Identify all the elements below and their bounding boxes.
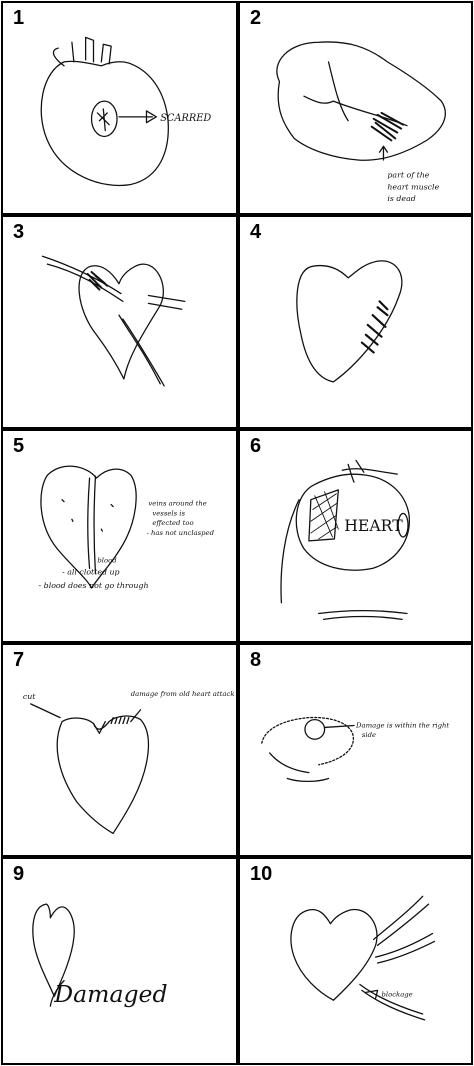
panel-2: 2 part of the heart muscle is dead (238, 1, 473, 215)
annotation-blood: blood (97, 556, 117, 564)
heart-sketch-8: Damage is within the right side (240, 645, 471, 855)
panel-4: 4 (238, 215, 473, 429)
annotation-scarred: SCARRED (160, 113, 211, 124)
panel-1: 1 SCARRED (1, 1, 238, 215)
panel-5: 5 veins around the vessels is effected t… (1, 429, 238, 643)
annotation-blood-flow: - blood does not go through (39, 581, 149, 590)
annotation-heart: HEART (344, 516, 403, 535)
heart-sketch-7: cut damage from old heart attack (3, 645, 236, 855)
panel-9: 9 Damaged (1, 857, 238, 1065)
panel-7: 7 cut damage from old heart attack (1, 643, 238, 857)
heart-sketch-6: HEART (240, 431, 471, 641)
annotation-blockage: blockage (381, 990, 412, 998)
heart-sketch-9: Damaged (3, 859, 236, 1063)
panel-6: 6 HEART (238, 429, 473, 643)
heart-sketch-5: veins around the vessels is effected too… (3, 431, 236, 641)
annotation-is-dead: is dead (387, 194, 415, 203)
annotation-damage-old: damage from old heart attack (131, 690, 235, 698)
panel-8: 8 Damage is within the right side (238, 643, 473, 857)
annotation-vessels: vessels is (152, 509, 185, 517)
panel-10: 10 blockage (238, 857, 473, 1065)
heart-sketch-2: part of the heart muscle is dead (240, 3, 471, 213)
annotation-effected: effected too (152, 519, 193, 527)
annotation-unclasped: - has not unclasped (146, 529, 214, 537)
annotation-side: side (362, 731, 376, 739)
annotation-damage-right: Damage is within the right (355, 721, 449, 729)
annotation-clotted: - all clotted up (62, 567, 120, 576)
heart-sketch-1: SCARRED (3, 3, 236, 213)
panel-3: 3 (1, 215, 238, 429)
annotation-heart-muscle: heart muscle (387, 182, 439, 191)
heart-sketch-3 (3, 217, 236, 427)
heart-sketch-4 (240, 217, 471, 427)
annotation-part-of: part of the (387, 171, 429, 180)
heart-sketch-10: blockage (240, 859, 471, 1063)
annotation-damaged: Damaged (53, 980, 167, 1008)
annotation-cut: cut (23, 692, 36, 701)
annotation-veins: veins around the (148, 500, 206, 508)
